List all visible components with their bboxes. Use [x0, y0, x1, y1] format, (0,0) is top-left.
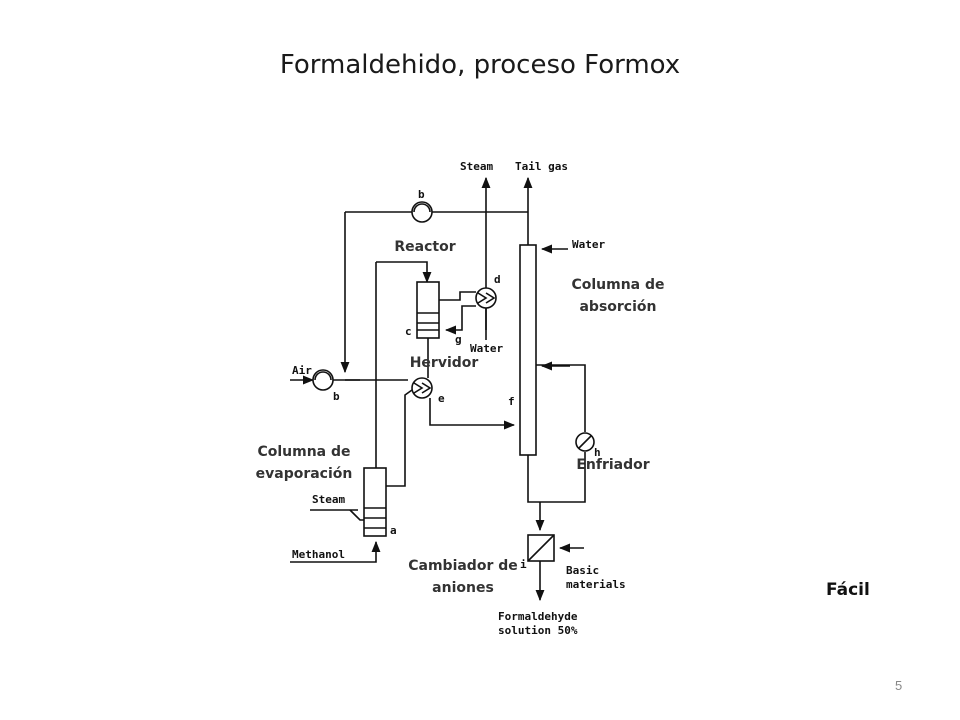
- letter-cooler: h: [594, 446, 601, 459]
- annotation-anion-exchanger: Cambiador de aniones: [405, 555, 521, 599]
- letter-top-blower: b: [418, 188, 425, 201]
- letter-air-blower: b: [333, 390, 340, 403]
- top-blower: [411, 201, 433, 223]
- label-steam-bottom: Steam: [312, 493, 345, 506]
- letter-absorber: f: [508, 395, 515, 408]
- letter-reactor: c: [405, 325, 412, 338]
- absorption-column: [519, 244, 537, 456]
- label-methanol: Methanol: [292, 548, 345, 561]
- label-tail-gas: Tail gas: [515, 160, 568, 173]
- annotation-anion-line-1: Cambiador de: [408, 558, 518, 574]
- annotation-reboiler: Hervidor: [409, 355, 479, 371]
- annotation-reactor: Reactor: [394, 239, 456, 255]
- label-water-top: Water: [572, 238, 605, 251]
- annotation-absorption-column: Columna de absorción: [563, 274, 673, 318]
- label-basic-1: Basic: [566, 564, 599, 577]
- label-steam-top: Steam: [460, 160, 493, 173]
- annotation-absorption-line-2: absorción: [579, 299, 657, 315]
- letter-evaporator: a: [390, 524, 397, 537]
- letter-exchanger: i: [520, 558, 527, 571]
- label-product-2: solution 50%: [498, 624, 578, 637]
- slide-title: Formaldehido, proceso Formox: [279, 50, 681, 80]
- methanol-line: [290, 540, 381, 563]
- annotation-absorption-line-1: Columna de: [571, 277, 665, 293]
- letter-reboiler: e: [438, 392, 445, 405]
- air-blower: [312, 369, 334, 391]
- label-air: Air: [292, 364, 312, 377]
- annotation-evaporation-line-2: evaporación: [255, 466, 353, 482]
- annotation-evaporation-line-1: Columna de: [257, 444, 351, 460]
- difficulty-label: Fácil: [826, 580, 870, 600]
- letter-steam-exchanger: d: [494, 273, 501, 286]
- evaporation-column: [363, 467, 387, 537]
- letter-cooling-return: g: [455, 333, 462, 346]
- page-number: 5: [895, 678, 903, 693]
- annotation-anion-line-2: aniones: [432, 580, 494, 596]
- label-basic-2: materials: [566, 578, 626, 591]
- annotation-cooler: Enfriador: [576, 457, 650, 473]
- label-water-cooling: Water: [470, 342, 503, 355]
- annotation-evaporation-column: Columna de evaporación: [249, 441, 359, 485]
- label-product-1: Formaldehyde: [498, 610, 578, 623]
